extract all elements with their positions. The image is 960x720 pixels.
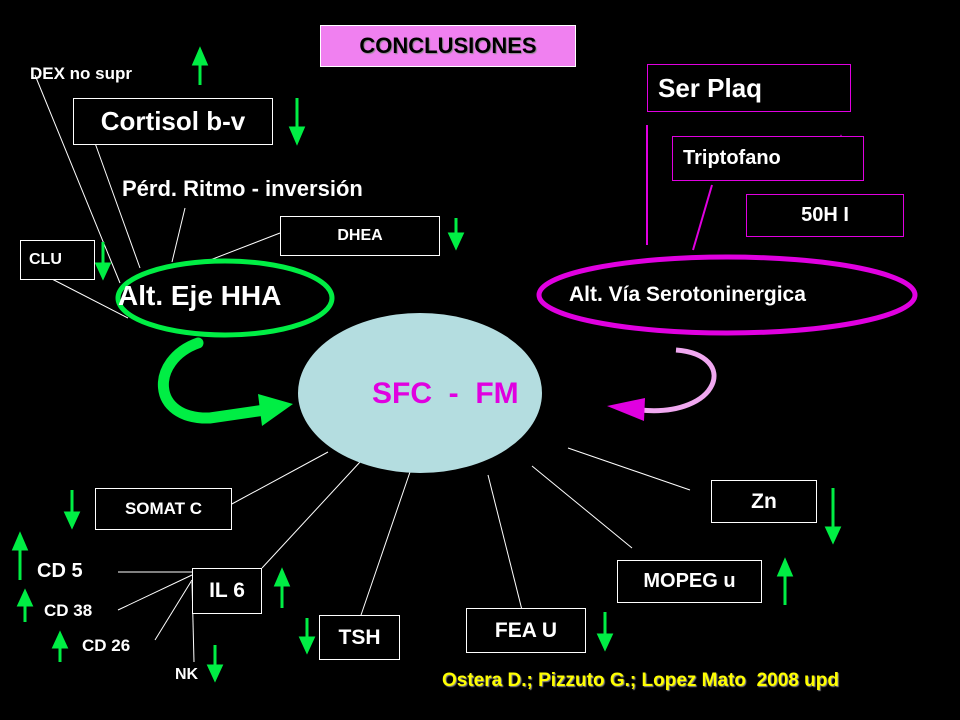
clu-box: CLU xyxy=(20,240,95,280)
il6-box: IL 6 xyxy=(192,568,262,614)
cortisol-box: Cortisol b-v xyxy=(73,98,273,145)
dex-label: DEX no supr xyxy=(30,64,133,83)
title-box: CONCLUSIONES xyxy=(320,25,576,67)
h50-box: 50H I xyxy=(746,194,904,237)
tsh-box: TSH xyxy=(319,615,400,660)
citation: Ostera D.; Pizzuto G.; Lopez Mato 2008 u… xyxy=(442,670,839,691)
somat-box: SOMAT C xyxy=(95,488,232,530)
page-title: CONCLUSIONES xyxy=(359,33,537,58)
sero-label: Alt. Vía Serotoninergica xyxy=(569,283,806,306)
serplaq-box: Ser Plaq xyxy=(647,64,851,112)
mopeg-box: MOPEG u xyxy=(617,560,762,603)
triptofano-box: Triptofano xyxy=(672,136,864,181)
zn-box: Zn xyxy=(711,480,817,523)
hha-label: Alt. Eje HHA xyxy=(118,280,282,311)
nk-label: NK xyxy=(175,666,199,683)
fea-box: FEA U xyxy=(466,608,586,653)
center-label: SFC - FM xyxy=(372,377,519,410)
ritmo-label: Pérd. Ritmo - inversión xyxy=(122,176,363,201)
cd5-label: CD 5 xyxy=(37,560,83,582)
dhea-box: DHEA xyxy=(280,216,440,256)
serplaq-label: Ser Plaq xyxy=(658,72,763,103)
cd38-label: CD 38 xyxy=(44,601,93,620)
cd26-label: CD 26 xyxy=(82,636,131,655)
